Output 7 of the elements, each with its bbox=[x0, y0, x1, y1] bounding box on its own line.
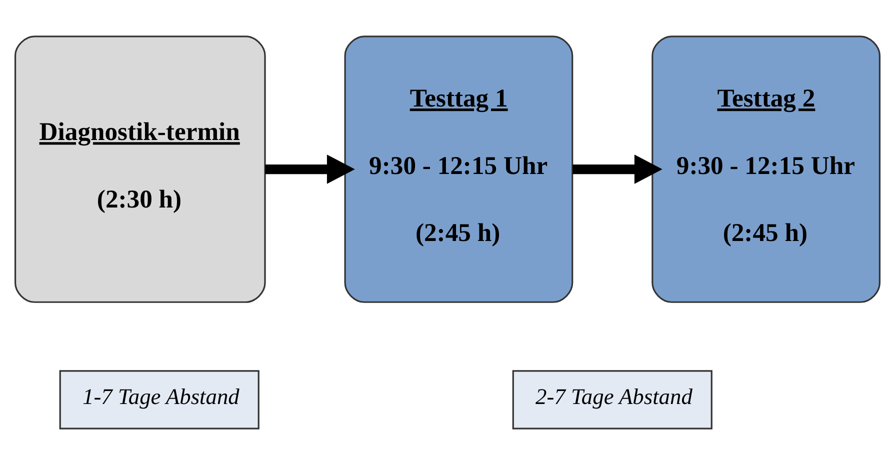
node-box: Testtag 1 9:30 - 12:15 Uhr (2:45 h) bbox=[344, 36, 574, 303]
node-box: 2-7 Tage Abstand bbox=[512, 370, 712, 430]
node-box: Testtag 2 9:30 - 12:15 Uhr (2:45 h) bbox=[652, 36, 881, 303]
node-box: Diagnostik-termin (2:30 h) bbox=[14, 36, 266, 303]
arrow bbox=[265, 154, 355, 184]
arrow bbox=[572, 154, 662, 184]
node-box: 1-7 Tage Abstand bbox=[59, 370, 260, 430]
